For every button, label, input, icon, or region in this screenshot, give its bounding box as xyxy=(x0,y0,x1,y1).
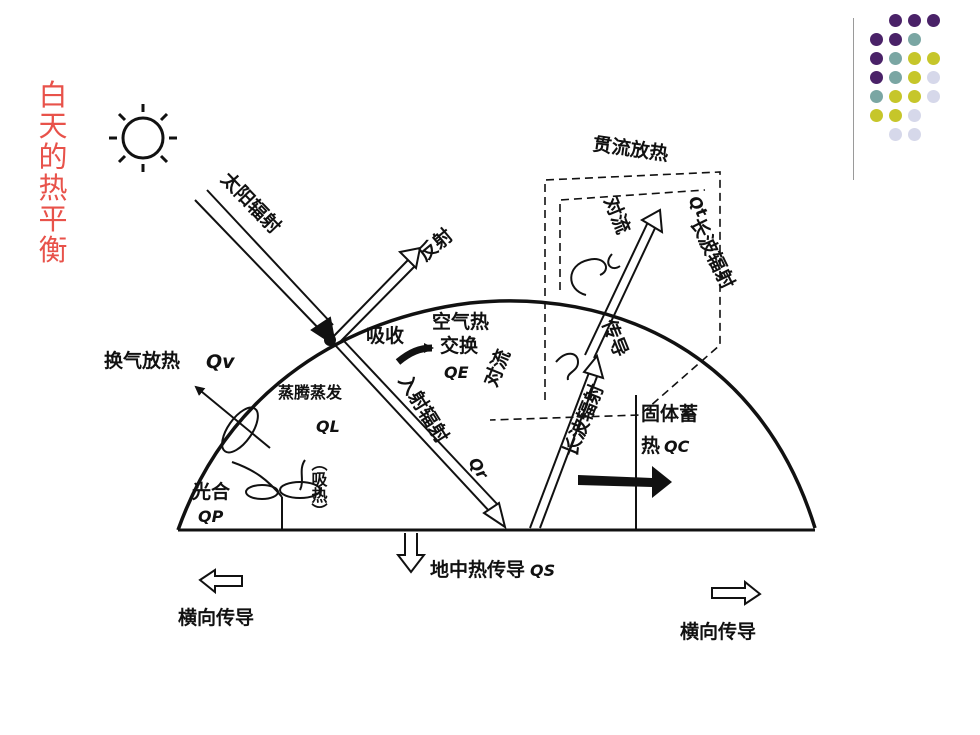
decorative-dot xyxy=(889,71,902,84)
photosynthesis-symbol: QP xyxy=(198,507,224,526)
ventilation-label: 换气放热 xyxy=(104,349,180,372)
svg-text:贯流放热: 贯流放热 xyxy=(591,132,669,165)
transmission-boundary xyxy=(489,171,721,421)
longwave-in-arrow xyxy=(529,353,605,529)
incident-symbol: Qr xyxy=(465,454,493,483)
svg-text:长波辐射: 长波辐射 xyxy=(558,381,608,460)
sun-icon xyxy=(109,104,177,172)
decorative-dot xyxy=(889,128,902,141)
ground-conduction-label: 地中热传导 xyxy=(430,558,525,581)
solid-storage-arrow xyxy=(578,466,672,498)
reflection-label: 反射 xyxy=(413,224,457,266)
absorb-label: 吸收 xyxy=(366,324,404,347)
photosynthesis-label: 光合 xyxy=(191,480,231,503)
decorative-dot xyxy=(927,71,940,84)
svg-text:对流: 对流 xyxy=(599,193,635,237)
decorative-dot xyxy=(908,52,921,65)
decorative-dot xyxy=(908,33,921,46)
ventilation-arrow xyxy=(194,385,271,449)
plant-leaf-icon xyxy=(221,406,321,500)
decorative-dot xyxy=(908,14,921,27)
solid-storage-label-1: 固体蓄 xyxy=(641,402,698,425)
inner-longwave-label: 长波辐射 xyxy=(558,381,608,460)
reflection-arrow xyxy=(329,246,422,346)
solid-storage-label-2: 热 xyxy=(641,434,660,457)
decorative-dot xyxy=(889,14,902,27)
lateral-left-label: 横向传导 xyxy=(178,606,254,629)
svg-text:反射: 反射 xyxy=(413,224,457,266)
latent-symbol: QL xyxy=(316,417,340,436)
divider-line xyxy=(853,18,854,180)
solid-storage-symbol: QC xyxy=(664,437,690,456)
decorative-dot xyxy=(889,109,902,122)
lateral-right-label: 横向传导 xyxy=(680,620,756,643)
decorative-dot xyxy=(927,90,940,103)
longwave-out-arrow xyxy=(584,208,664,359)
decorative-dot xyxy=(889,90,902,103)
transmission-heat-label: 贯流放热 xyxy=(591,132,669,165)
decorative-dot xyxy=(889,52,902,65)
inner-convection-label: 对流 xyxy=(479,346,515,390)
transpiration-label: 蒸腾蒸发 xyxy=(278,383,343,402)
slide-title: 白天的热平衡 xyxy=(38,78,68,267)
inner-convection-swirl-icon xyxy=(555,352,580,381)
air-exchange-label-2: 交换 xyxy=(440,334,479,357)
svg-text:长波辐射: 长波辐射 xyxy=(686,214,740,292)
convection-label: 对流 xyxy=(599,193,635,237)
ground-conduction-symbol: QS xyxy=(530,561,555,580)
greenhouse-dome xyxy=(176,299,817,531)
svg-text:对流: 对流 xyxy=(479,346,515,390)
decorative-dot xyxy=(870,90,883,103)
ground-conduction-arrow xyxy=(395,533,427,574)
svg-text:太阳辐射: 太阳辐射 xyxy=(216,167,285,238)
decorative-dot xyxy=(870,71,883,84)
decorative-dot xyxy=(908,71,921,84)
convection-swirl-icon xyxy=(570,258,607,296)
ventilation-symbol: Qv xyxy=(206,351,235,373)
incident-radiation-arrow xyxy=(334,339,507,530)
decorative-dot xyxy=(908,109,921,122)
decorative-dot-grid xyxy=(870,14,980,164)
decorative-dot xyxy=(908,128,921,141)
decorative-dot xyxy=(870,109,883,122)
decorative-dot xyxy=(870,52,883,65)
convection-swirl-2-icon xyxy=(607,253,621,270)
absorb-arrow xyxy=(395,343,434,365)
svg-text:Qr: Qr xyxy=(465,454,493,483)
air-exchange-symbol: QE xyxy=(444,363,469,382)
decorative-dot xyxy=(927,52,940,65)
longwave-out-label: 长波辐射 xyxy=(686,214,740,292)
decorative-dot xyxy=(908,90,921,103)
decorative-dot xyxy=(927,14,940,27)
absorb-heat-label: （吸热） xyxy=(309,455,328,519)
decorative-dot xyxy=(870,33,883,46)
lateral-left-arrow xyxy=(198,568,243,595)
decorative-dot xyxy=(889,33,902,46)
air-exchange-label-1: 空气热 xyxy=(432,310,489,333)
lateral-right-arrow xyxy=(711,579,762,606)
solar-radiation-label: 太阳辐射 xyxy=(216,167,285,238)
